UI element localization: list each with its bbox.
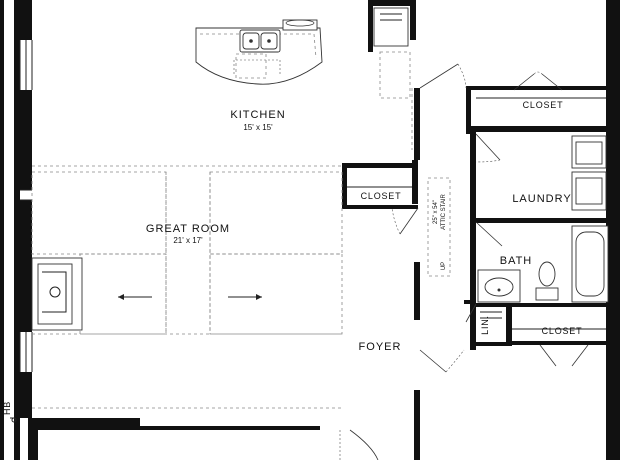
closet-lower-right-label: CLOSET <box>542 326 583 336</box>
windows <box>19 40 33 372</box>
washer <box>571 135 607 169</box>
range <box>373 7 409 47</box>
toilet <box>535 261 559 301</box>
fridge-counter <box>235 51 411 99</box>
great-room-size: 21' x 17' <box>173 236 203 245</box>
great-room-ceiling <box>31 165 343 409</box>
laundry-label: LAUNDRY <box>512 193 571 205</box>
stair-up-label: UP <box>441 262 447 270</box>
dryer <box>571 171 607 211</box>
vanity-sink <box>477 269 521 303</box>
doors <box>339 63 589 460</box>
stair-name-label: ATTIC STAIR <box>441 193 447 229</box>
closet-shelves <box>476 97 606 330</box>
stair-size-label: 25" x 54" <box>433 200 439 224</box>
bathtub <box>571 225 609 303</box>
dishwasher <box>282 19 318 31</box>
interior-walls <box>342 0 610 460</box>
ceiling-fan-arrows <box>118 294 262 300</box>
closet-upper-right-label: CLOSET <box>523 100 564 110</box>
bath-label: BATH <box>500 255 533 267</box>
kitchen-label: KITCHEN <box>230 109 285 121</box>
great-room-label: GREAT ROOM <box>146 223 230 235</box>
hose-bib-label: HB <box>2 401 12 415</box>
linen-label: LIN. <box>480 315 490 335</box>
kitchen-island <box>195 27 323 85</box>
closet-center-label: CLOSET <box>361 191 402 201</box>
hose-bib <box>10 417 17 423</box>
foyer-label: FOYER <box>359 341 402 353</box>
kitchen-size: 15' x 15' <box>243 123 273 132</box>
fireplace <box>31 257 83 331</box>
